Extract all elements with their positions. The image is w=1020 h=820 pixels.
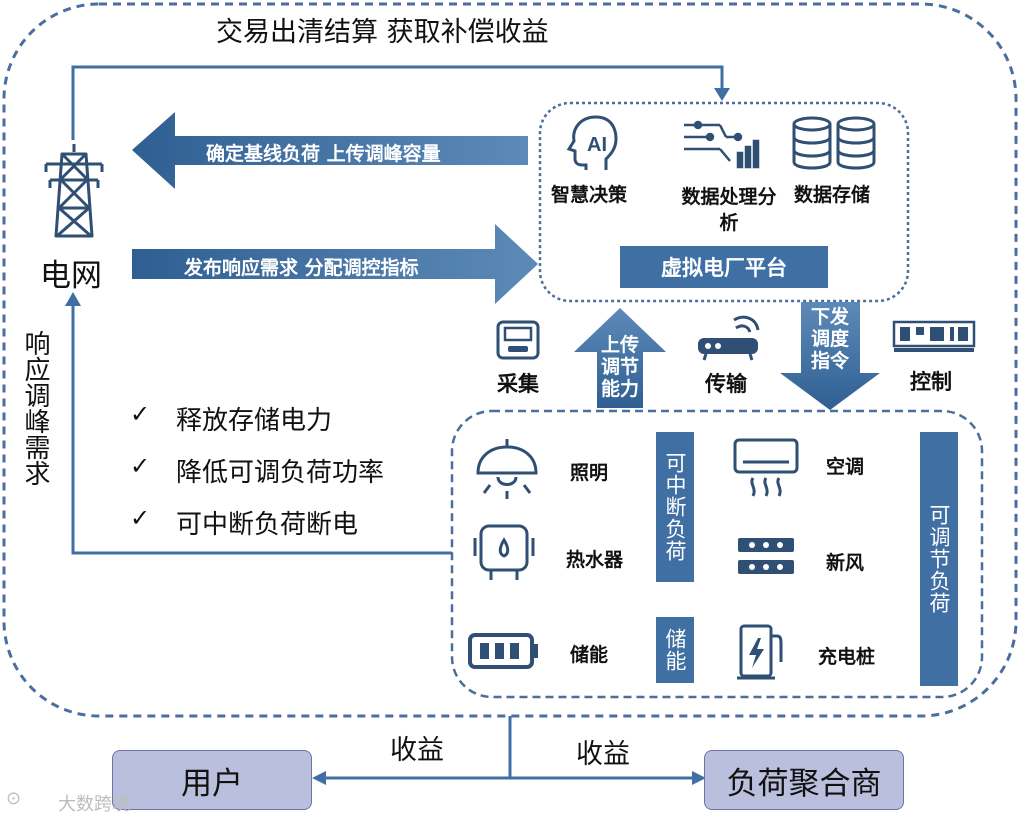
from-grid-label: 发布响应需求 分配调控指标	[184, 257, 419, 279]
device-charging-pile: 充电桩	[818, 646, 876, 668]
response-demand-label: 响应调峰需求	[20, 330, 50, 486]
category-adjustable: 可调节负荷	[920, 432, 958, 686]
up-capability-label: 上传调节能力	[600, 334, 639, 400]
user-box: 用户	[112, 750, 312, 810]
action-reduce-load: 降低可调负荷功率	[176, 458, 385, 488]
link-collect: 采集	[497, 372, 539, 396]
arrow-from-grid	[132, 224, 538, 304]
svg-text:AI: AI	[587, 134, 607, 156]
device-air-conditioner: 空调	[826, 456, 865, 478]
feature-smart-decision: 智慧决策	[551, 184, 628, 206]
check-icon: ✓	[130, 400, 151, 428]
to-grid-label: 确定基线负荷 上传调峰容量	[206, 143, 441, 165]
action-interrupt-load: 可中断负荷断电	[176, 510, 359, 540]
power-tower-icon	[44, 144, 104, 238]
down-command-label: 下发调度指令	[810, 306, 849, 372]
watermark-logo-icon: ⊙	[6, 788, 22, 809]
settlement-line	[71, 65, 724, 140]
air-conditioner-icon	[733, 438, 799, 497]
watermark: 大数跨境	[58, 794, 130, 815]
action-release-storage: 释放存储电力	[176, 406, 333, 436]
aggregator-box: 负荷聚合商	[704, 750, 904, 810]
revenue-label-left: 收益	[390, 735, 444, 766]
device-fresh-air: 新风	[826, 552, 865, 574]
data-processing-icon	[684, 120, 760, 169]
charging-pile-icon	[737, 624, 783, 680]
router-icon	[698, 315, 760, 361]
battery-icon	[468, 633, 538, 669]
water-heater-icon	[473, 524, 535, 580]
device-lighting: 照明	[570, 462, 609, 484]
feature-data-storage: 数据存储	[794, 184, 871, 206]
feature-data-processing: 数据处理分析	[681, 186, 777, 234]
fresh-air-icon	[738, 538, 794, 574]
arrow-up	[574, 308, 666, 408]
link-control: 控制	[910, 370, 952, 394]
outer-boundary	[2, 2, 1018, 718]
grid-label: 电网	[40, 258, 102, 294]
category-interruptible: 可中断负荷	[656, 432, 694, 582]
lamp-icon	[476, 439, 538, 499]
arrow-to-grid	[132, 112, 528, 189]
category-storage: 储能	[656, 617, 694, 683]
arrow-down	[780, 302, 880, 410]
link-transmit: 传输	[705, 372, 747, 396]
meter-icon	[496, 320, 540, 360]
device-water-heater: 热水器	[566, 549, 624, 571]
check-icon: ✓	[130, 452, 151, 480]
settlement-label: 交易出清结算 获取补偿收益	[216, 17, 549, 48]
platform-title: 虚拟电厂平台	[620, 246, 828, 288]
revenue-label-right: 收益	[576, 739, 630, 770]
device-storage: 储能	[570, 644, 609, 666]
database-icon	[792, 116, 876, 170]
response-line	[71, 304, 452, 555]
controller-icon	[892, 320, 976, 352]
ai-head-icon: AI	[566, 115, 618, 170]
check-icon: ✓	[130, 504, 151, 532]
